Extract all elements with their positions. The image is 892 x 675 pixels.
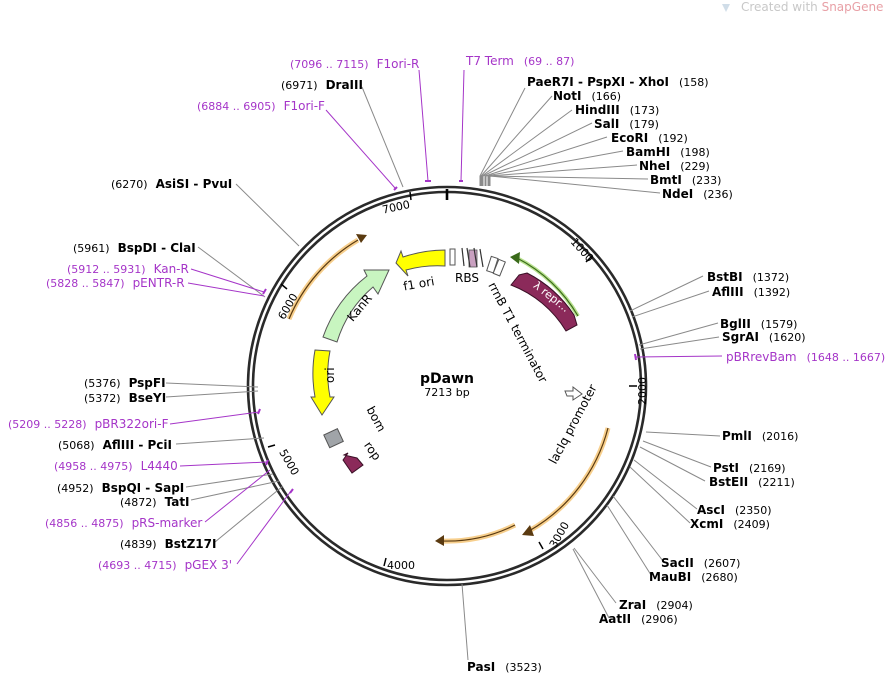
enzyme-label-BseYI[interactable]: (5372)BseYI: [84, 391, 166, 405]
primer-label-pENTR-R[interactable]: (5828 .. 5847)pENTR-R: [46, 276, 185, 290]
enzyme-label-HindIII[interactable]: HindIII(173): [575, 103, 659, 117]
ori-arrow[interactable]: [310, 349, 335, 416]
kanr-arrow[interactable]: [322, 269, 390, 343]
kanr-orf-arrowhead: [356, 234, 367, 243]
primer-label-F1ori-F[interactable]: (6884 .. 6905)F1ori-F: [197, 99, 325, 113]
feature-label-bom: bom: [364, 404, 389, 434]
primer-leaders: [169, 69, 723, 565]
enzyme-label-ZraI[interactable]: ZraI(2904): [619, 598, 693, 612]
rbs-glyph[interactable]: [461, 247, 484, 268]
enzyme-label-AflIII-1392[interactable]: AflIII(1392): [712, 285, 790, 299]
enzyme-label-SacII[interactable]: SacII(2607): [661, 556, 740, 570]
rrnB-terminator-glyph[interactable]: [486, 255, 506, 277]
enzyme-label-SalI[interactable]: SalI(179): [594, 117, 659, 131]
primer-label-T7Term[interactable]: T7 Term(69 .. 87): [465, 54, 574, 68]
enzyme-label-AatII[interactable]: AatII(2906): [599, 612, 678, 626]
tick-label-4000: 4000: [387, 559, 415, 572]
bom-glyph[interactable]: [323, 428, 344, 449]
enzyme-label-NheI[interactable]: NheI(229): [639, 159, 710, 173]
enzyme-label-PspFI[interactable]: (5376)PspFI: [84, 376, 166, 390]
enzyme-label-XcmI[interactable]: XcmI(2409): [690, 517, 770, 531]
primer-label-pBR322ori-F[interactable]: (5209 .. 5228)pBR322ori-F: [8, 417, 169, 431]
f1-ori-arrow[interactable]: [395, 249, 446, 277]
enzyme-leaders: [165, 86, 721, 661]
plasmid-size: 7213 bp: [424, 386, 469, 399]
enzyme-label-BamHI[interactable]: BamHI(198): [626, 145, 710, 159]
snapgene-watermark: Created with SnapGene: [722, 0, 883, 14]
enzyme-label-BstBI[interactable]: BstBI(1372): [707, 270, 789, 284]
enzyme-label-EcoRI[interactable]: EcoRI(192): [611, 131, 688, 145]
orf2-arrowhead: [435, 535, 444, 546]
tick-label-2000: 2000: [636, 377, 649, 405]
feature-label-RBS: RBS: [455, 271, 479, 285]
snapgene-logo-icon: [722, 4, 730, 12]
enzyme-label-NotI[interactable]: NotI(166): [553, 89, 621, 103]
repr-arrow[interactable]: [510, 272, 578, 332]
enzyme-label-BspDI[interactable]: (5961)BspDI - ClaI: [73, 241, 196, 255]
enzyme-label-BglII[interactable]: BglII(1579): [720, 317, 797, 331]
enzyme-label-BstEII[interactable]: BstEII(2211): [709, 475, 795, 489]
enzyme-label-TatI[interactable]: (4872)TatI: [120, 495, 190, 509]
enzyme-label-PasI[interactable]: PasI(3523): [467, 660, 542, 674]
features: λ repr... rrnB T1 terminator RBS f1 ori …: [310, 247, 600, 474]
enzyme-label-PaeR7I[interactable]: PaeR7I - PspXI - XhoI(158): [527, 75, 709, 89]
tick-label-3000: 3000: [547, 520, 572, 551]
laci-orf-arrowhead: [522, 525, 534, 536]
repr-orf-arrowhead: [510, 252, 520, 264]
primer-label-L4440[interactable]: (4958 .. 4975)L4440: [54, 459, 178, 473]
feature-label-rop: rop: [361, 439, 384, 463]
tick-label-7000: 7000: [381, 198, 411, 217]
primer-labels: (7096 .. 7115)F1ori-R T7 Term(69 .. 87) …: [8, 54, 885, 572]
feature-label-ori: ori: [323, 367, 337, 383]
enzyme-label-BstZ17I[interactable]: (4839)BstZ17I: [120, 537, 216, 551]
backbone: [246, 185, 648, 587]
enzyme-label-BspQI[interactable]: (4952)BspQI - SapI: [57, 481, 184, 495]
enzyme-label-AflIII-PciI[interactable]: (5068)AflIII - PciI: [58, 438, 172, 452]
enzyme-label-MauBI[interactable]: MauBI(2680): [649, 570, 738, 584]
enzyme-label-PstI[interactable]: PstI(2169): [713, 461, 786, 475]
enzyme-label-AscI[interactable]: AscI(2350): [697, 503, 772, 517]
enzyme-labels: PaeR7I - PspXI - XhoI(158) NotI(166) Hin…: [57, 75, 805, 674]
rop-arrow[interactable]: [342, 452, 364, 474]
plasmid-name: pDawn: [420, 371, 474, 387]
enzyme-label-PmlI[interactable]: PmlI(2016): [722, 429, 798, 443]
enzyme-label-BmtI[interactable]: BmtI(233): [650, 173, 721, 187]
primer-label-pBRrevBam[interactable]: pBRrevBam(1648 .. 1667): [726, 350, 885, 364]
primer-label-pGEX3[interactable]: (4693 .. 4715)pGEX 3': [98, 558, 232, 572]
enzyme-label-DraIII[interactable]: (6971)DraIII: [281, 78, 363, 92]
enzyme-label-AsiSI[interactable]: (6270)AsiSI - PvuI: [111, 177, 232, 191]
orf-arcs: [286, 234, 611, 546]
enzyme-label-SgrAI[interactable]: SgrAI(1620): [722, 330, 805, 344]
primer-label-Kan-R[interactable]: (5912 .. 5931)Kan-R: [67, 262, 189, 276]
promoter-glyph[interactable]: [449, 248, 456, 266]
tick-label-1000: 1000: [568, 235, 596, 265]
primer-label-F1ori-R[interactable]: (7096 .. 7115)F1ori-R: [290, 57, 419, 71]
primer-label-pRS-marker[interactable]: (4856 .. 4875)pRS-marker: [45, 516, 202, 530]
feature-label-f1ori: f1 ori: [402, 274, 435, 293]
tick-label-5000: 5000: [276, 447, 301, 478]
primer-marks: [257, 180, 637, 494]
watermark-text: Created with SnapGene: [741, 0, 883, 14]
enzyme-label-NdeI[interactable]: NdeI(236): [662, 187, 733, 201]
laclq-promoter-arrow[interactable]: [564, 385, 583, 401]
